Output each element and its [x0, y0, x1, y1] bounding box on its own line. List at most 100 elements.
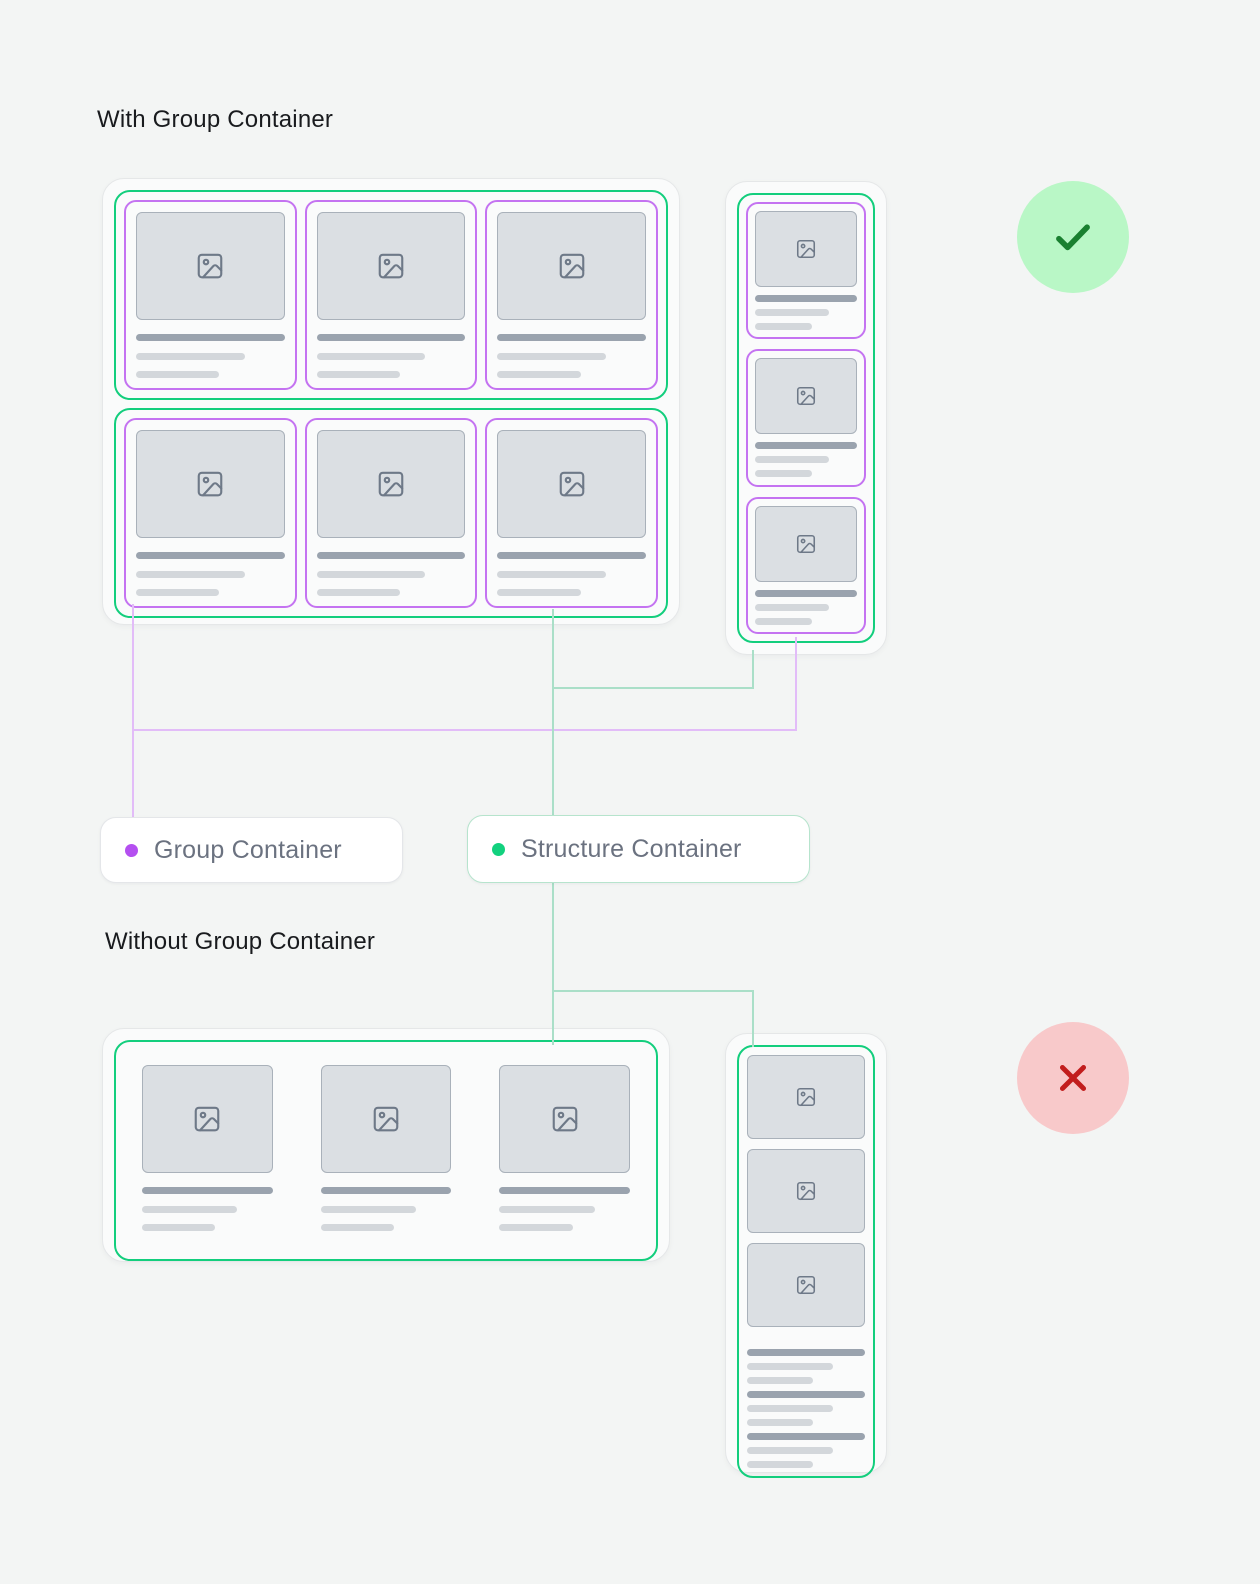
with-group-sidebar-card: [725, 181, 887, 655]
image-placeholder: [320, 1065, 452, 1173]
text-line: [747, 1391, 865, 1398]
image-icon: [559, 253, 584, 279]
text-line: [320, 1224, 394, 1231]
text-line: [747, 1433, 865, 1440]
text-line: [497, 589, 581, 596]
image-placeholder: [316, 430, 466, 538]
image-placeholder: [755, 358, 857, 435]
x-icon: [1059, 1064, 1087, 1092]
text-block: [747, 1342, 865, 1468]
image-placeholder: [497, 212, 647, 320]
image-placeholder: [755, 211, 857, 287]
image-icon: [378, 253, 404, 279]
image-placeholder: [136, 430, 285, 538]
image-placeholder: [136, 212, 285, 320]
without-group-grid-card: [102, 1028, 670, 1262]
legend-group-container: Group Container: [100, 817, 403, 883]
image-icon: [796, 1275, 816, 1295]
text-line: [747, 1363, 834, 1370]
group-container-card: [485, 418, 659, 608]
group-container-card: [304, 200, 478, 390]
image-placeholder: [497, 430, 647, 538]
status-approved-badge: [1017, 181, 1129, 293]
section-title-without-group: Without Group Container: [105, 928, 376, 955]
connector-purple-trunk: [132, 604, 134, 818]
text-line: [755, 442, 857, 450]
connector-green-branch-top: [752, 650, 754, 689]
image-icon: [198, 471, 223, 497]
text-line: [316, 371, 400, 378]
text-line: [747, 1349, 865, 1356]
text-line: [316, 334, 466, 341]
connector-green-horizontal-top: [552, 687, 754, 689]
text-line: [747, 1447, 834, 1454]
text-line: [142, 1224, 216, 1231]
text-line: [755, 617, 813, 625]
image-placeholder: [316, 212, 466, 320]
image-icon: [796, 534, 816, 553]
structure-container-flat-column: [737, 1045, 875, 1478]
text-line: [755, 323, 813, 330]
text-line: [497, 571, 606, 578]
image-icon: [796, 1087, 816, 1107]
purple-dot-icon: [125, 843, 138, 857]
text-line: [316, 353, 426, 360]
image-icon: [373, 1106, 399, 1132]
image-icon: [198, 253, 223, 279]
text-line: [499, 1206, 595, 1213]
text-line: [497, 371, 581, 378]
text-line: [497, 552, 647, 559]
structure-container-flat: [114, 1040, 658, 1261]
text-line: [136, 334, 285, 341]
group-container-card: [746, 202, 866, 340]
text-line: [755, 589, 857, 597]
text-line: [497, 353, 606, 360]
text-line: [316, 571, 426, 578]
status-rejected-badge: [1017, 1022, 1129, 1134]
text-line: [142, 1206, 238, 1213]
text-line: [136, 589, 220, 596]
with-group-grid-card: [102, 178, 680, 625]
check-icon: [1056, 224, 1090, 251]
connector-green-branch-bottom: [752, 990, 754, 1047]
image-placeholder: [747, 1243, 865, 1327]
text-line: [499, 1187, 631, 1194]
text-line: [316, 589, 400, 596]
image-placeholder: [747, 1149, 865, 1233]
structure-container-column: [737, 193, 875, 643]
text-line: [497, 334, 647, 341]
image-placeholder: [755, 505, 857, 582]
image-icon: [195, 1106, 220, 1132]
text-line: [136, 353, 245, 360]
green-dot-icon: [492, 842, 505, 856]
image-placeholder: [499, 1065, 631, 1173]
legend-structure-container: Structure Container: [467, 815, 810, 883]
text-line: [747, 1377, 814, 1384]
structure-container-row-1: [114, 190, 668, 400]
group-container-card: [746, 349, 866, 487]
group-container-card: [485, 200, 659, 390]
text-line: [136, 371, 220, 378]
image-icon: [796, 387, 816, 406]
text-line: [747, 1461, 814, 1468]
section-title-with-group: With Group Container: [97, 106, 334, 133]
group-container-card: [124, 418, 297, 608]
image-placeholder: [142, 1065, 273, 1173]
text-line: [142, 1187, 273, 1194]
image-icon: [559, 471, 584, 497]
without-group-sidebar-card: [725, 1033, 887, 1478]
text-line: [747, 1405, 834, 1412]
text-line: [136, 552, 285, 559]
group-container-card: [746, 496, 866, 634]
connector-purple-horizontal: [132, 729, 797, 731]
image-icon: [796, 239, 816, 259]
text-line: [747, 1419, 814, 1426]
text-line: [320, 1206, 417, 1213]
image-icon: [378, 471, 404, 497]
structure-container-row-2: [114, 408, 668, 618]
connector-green-horizontal-bottom: [552, 990, 754, 992]
ungrouped-card: [311, 1055, 462, 1241]
legend-structure-label: Structure Container: [521, 834, 742, 863]
image-icon: [552, 1106, 577, 1132]
group-container-card: [304, 418, 478, 608]
